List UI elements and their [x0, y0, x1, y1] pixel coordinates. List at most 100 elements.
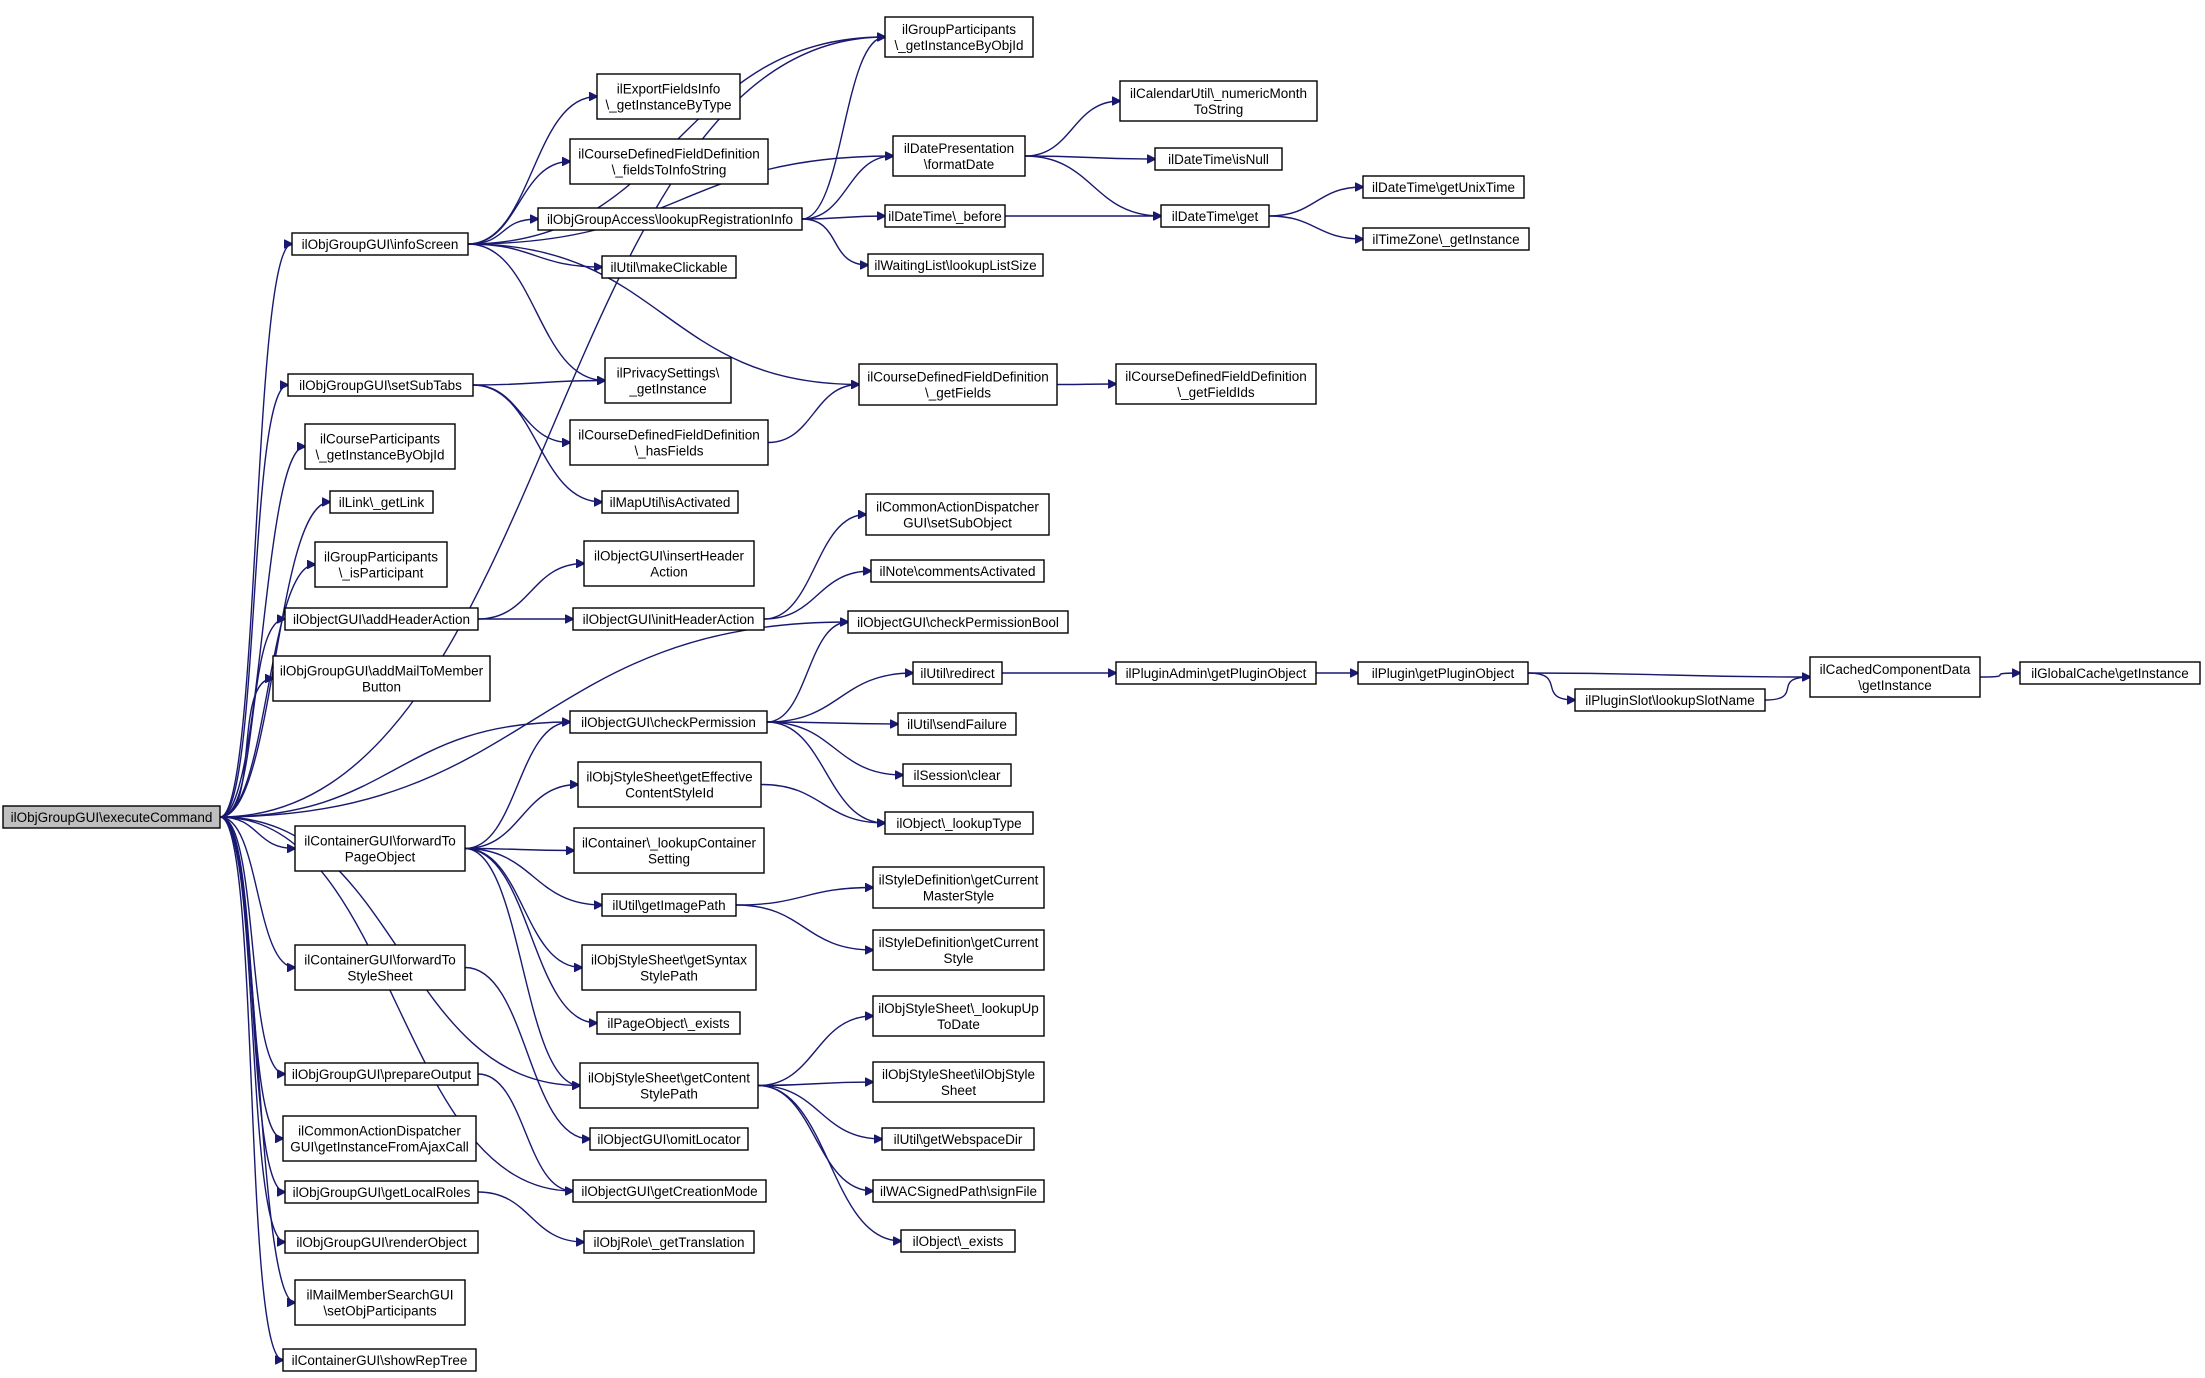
node-local-roles[interactable]: ilObjGroupGUI\getLocalRoles: [284, 1180, 479, 1204]
node-get-link[interactable]: ilLink\_getLink: [329, 490, 434, 514]
node-box: [572, 1179, 767, 1203]
node-label: ilObjStyleSheet\getContent: [588, 1071, 750, 1086]
node-box: [847, 610, 1069, 634]
node-label: ilObjectGUI\checkPermission: [581, 715, 756, 730]
node-unix-time[interactable]: ilDateTime\getUnixTime: [1362, 175, 1525, 199]
node-is-participant[interactable]: ilGroupParticipants\_isParticipant: [314, 541, 448, 588]
edge-eff-style-to-lookup-type: [760, 783, 885, 824]
node-show-rep-tree[interactable]: ilContainerGUI\showRepTree: [282, 1348, 477, 1372]
node-redirect[interactable]: ilUtil\redirect: [912, 661, 1003, 685]
node-box: [573, 827, 765, 874]
node-label: \getInstance: [1858, 678, 1932, 693]
node-get-field-ids[interactable]: ilCourseDefinedFieldDefinition\_getField…: [1115, 363, 1317, 405]
node-dt-before[interactable]: ilDateTime\_before: [884, 204, 1006, 228]
root-node-root[interactable]: ilObjGroupGUI\executeCommand: [2, 805, 221, 829]
node-label: ilObjGroupGUI\addMailToMember: [280, 664, 484, 679]
node-cad-ajax[interactable]: ilCommonActionDispatcherGUI\getInstanceF…: [282, 1115, 477, 1162]
node-slot-name[interactable]: ilPluginSlot\lookupSlotName: [1574, 688, 1766, 712]
node-init-header[interactable]: ilObjectGUI\initHeaderAction: [572, 607, 765, 631]
node-check-perm-bool[interactable]: ilObjectGUI\checkPermissionBool: [847, 610, 1069, 634]
node-creation-mode[interactable]: ilObjectGUI\getCreationMode: [572, 1179, 767, 1203]
node-set-sub-tabs[interactable]: ilObjGroupGUI\setSubTabs: [287, 373, 474, 397]
node-label: ContentStyleId: [625, 786, 714, 801]
node-is-null[interactable]: ilDateTime\isNull: [1154, 147, 1283, 171]
node-omit-locator[interactable]: ilObjectGUI\omitLocator: [589, 1127, 749, 1151]
node-course-parts[interactable]: ilCourseParticipants\_getInstanceByObjId: [304, 423, 456, 470]
edge-arrow: [1024, 155, 1161, 216]
node-label: ilPageObject\_exists: [607, 1016, 730, 1031]
node-info-screen[interactable]: ilObjGroupGUI\infoScreen: [291, 232, 469, 256]
node-image-path[interactable]: ilUtil\getImagePath: [601, 893, 737, 917]
node-label: ilStyleDefinition\getCurrent: [879, 873, 1039, 888]
node-has-fields[interactable]: ilCourseDefinedFieldDefinition\_hasField…: [569, 419, 769, 466]
edge-arrow: [467, 162, 570, 245]
node-send-failure[interactable]: ilUtil\sendFailure: [897, 712, 1017, 736]
node-box: [284, 1230, 479, 1254]
node-cached-data[interactable]: ilCachedComponentData\getInstance: [1809, 656, 1981, 698]
node-get-fields[interactable]: ilCourseDefinedFieldDefinition\_getField…: [858, 363, 1058, 406]
edge-arrow: [464, 785, 578, 850]
node-fields-to-info[interactable]: ilCourseDefinedFieldDefinition\_fieldsTo…: [569, 138, 769, 185]
node-waiting-list[interactable]: ilWaitingList\lookupListSize: [867, 253, 1044, 277]
node-prep-output[interactable]: ilObjGroupGUI\prepareOutput: [284, 1062, 479, 1086]
node-add-header-action[interactable]: ilObjectGUI\addHeaderAction: [284, 607, 479, 631]
edge-arrow: [219, 619, 285, 818]
node-obj-exists[interactable]: ilObject\_exists: [900, 1229, 1016, 1253]
node-global-cache[interactable]: ilGlobalCache\getInstance: [2019, 661, 2201, 685]
node-box: [858, 363, 1058, 406]
node-session-clear[interactable]: ilSession\clear: [902, 763, 1012, 787]
node-page-exists[interactable]: ilPageObject\_exists: [596, 1011, 741, 1035]
edge-arrow: [467, 243, 605, 381]
edge-arrow: [766, 721, 885, 823]
node-box: [569, 138, 769, 185]
edge-check-perm-to-send-failure: [766, 722, 898, 724]
node-note-comments[interactable]: ilNote\commentsActivated: [870, 559, 1045, 583]
node-box: [596, 1011, 741, 1035]
node-webspace[interactable]: ilUtil\getWebspaceDir: [881, 1127, 1035, 1151]
node-label: ilPluginSlot\lookupSlotName: [1585, 693, 1755, 708]
node-export-fields[interactable]: ilExportFieldsInfo\_getInstanceByType: [596, 73, 741, 120]
node-render-obj[interactable]: ilObjGroupGUI\renderObject: [284, 1230, 479, 1254]
node-plugin-obj[interactable]: ilPlugin\getPluginObject: [1357, 661, 1529, 685]
node-map-util[interactable]: ilMapUtil\isActivated: [601, 490, 739, 514]
node-label: ilObjGroupGUI\getLocalRoles: [293, 1185, 471, 1200]
node-check-perm[interactable]: ilObjectGUI\checkPermission: [569, 710, 768, 734]
node-box: [872, 995, 1045, 1037]
node-dt-get[interactable]: ilDateTime\get: [1160, 204, 1270, 228]
node-label: ilObjectGUI\omitLocator: [597, 1132, 741, 1147]
node-box: [282, 1348, 477, 1372]
node-plugin-admin[interactable]: ilPluginAdmin\getPluginObject: [1115, 661, 1317, 685]
node-group-parts[interactable]: ilGroupParticipants\_getInstanceByObjId: [884, 16, 1034, 58]
edge-arrow: [464, 847, 582, 968]
edge-root-to-info-screen: [219, 244, 292, 818]
node-label: Action: [650, 565, 688, 580]
node-tz-instance[interactable]: ilTimeZone\_getInstance: [1362, 227, 1530, 251]
edge-lookup-reg-to-date-pres: [801, 156, 893, 220]
node-lookup-type[interactable]: ilObject\_lookupType: [884, 811, 1034, 835]
node-box: [865, 493, 1050, 536]
edge-arrow: [477, 564, 584, 620]
node-translation[interactable]: ilObjRole\_getTranslation: [583, 1230, 755, 1254]
node-date-pres[interactable]: ilDatePresentation\formatDate: [892, 135, 1026, 177]
node-label: ilPrivacySettings\: [617, 366, 720, 381]
node-mail-search[interactable]: ilMailMemberSearchGUI\setObjParticipants: [294, 1279, 466, 1326]
node-sign-file[interactable]: ilWACSignedPath\signFile: [872, 1179, 1045, 1203]
node-il-obj-style-sheet[interactable]: ilObjStyleSheet\ilObjStyleSheet: [872, 1061, 1045, 1103]
node-eff-style[interactable]: ilObjStyleSheet\getEffectiveContentStyle…: [577, 761, 762, 808]
node-make-clickable[interactable]: ilUtil\makeClickable: [601, 255, 737, 279]
edge-arrow: [1527, 672, 1575, 700]
node-privacy[interactable]: ilPrivacySettings\_getInstance: [604, 357, 732, 404]
node-lookup-reg[interactable]: ilObjGroupAccess\lookupRegistrationInfo: [537, 207, 803, 231]
